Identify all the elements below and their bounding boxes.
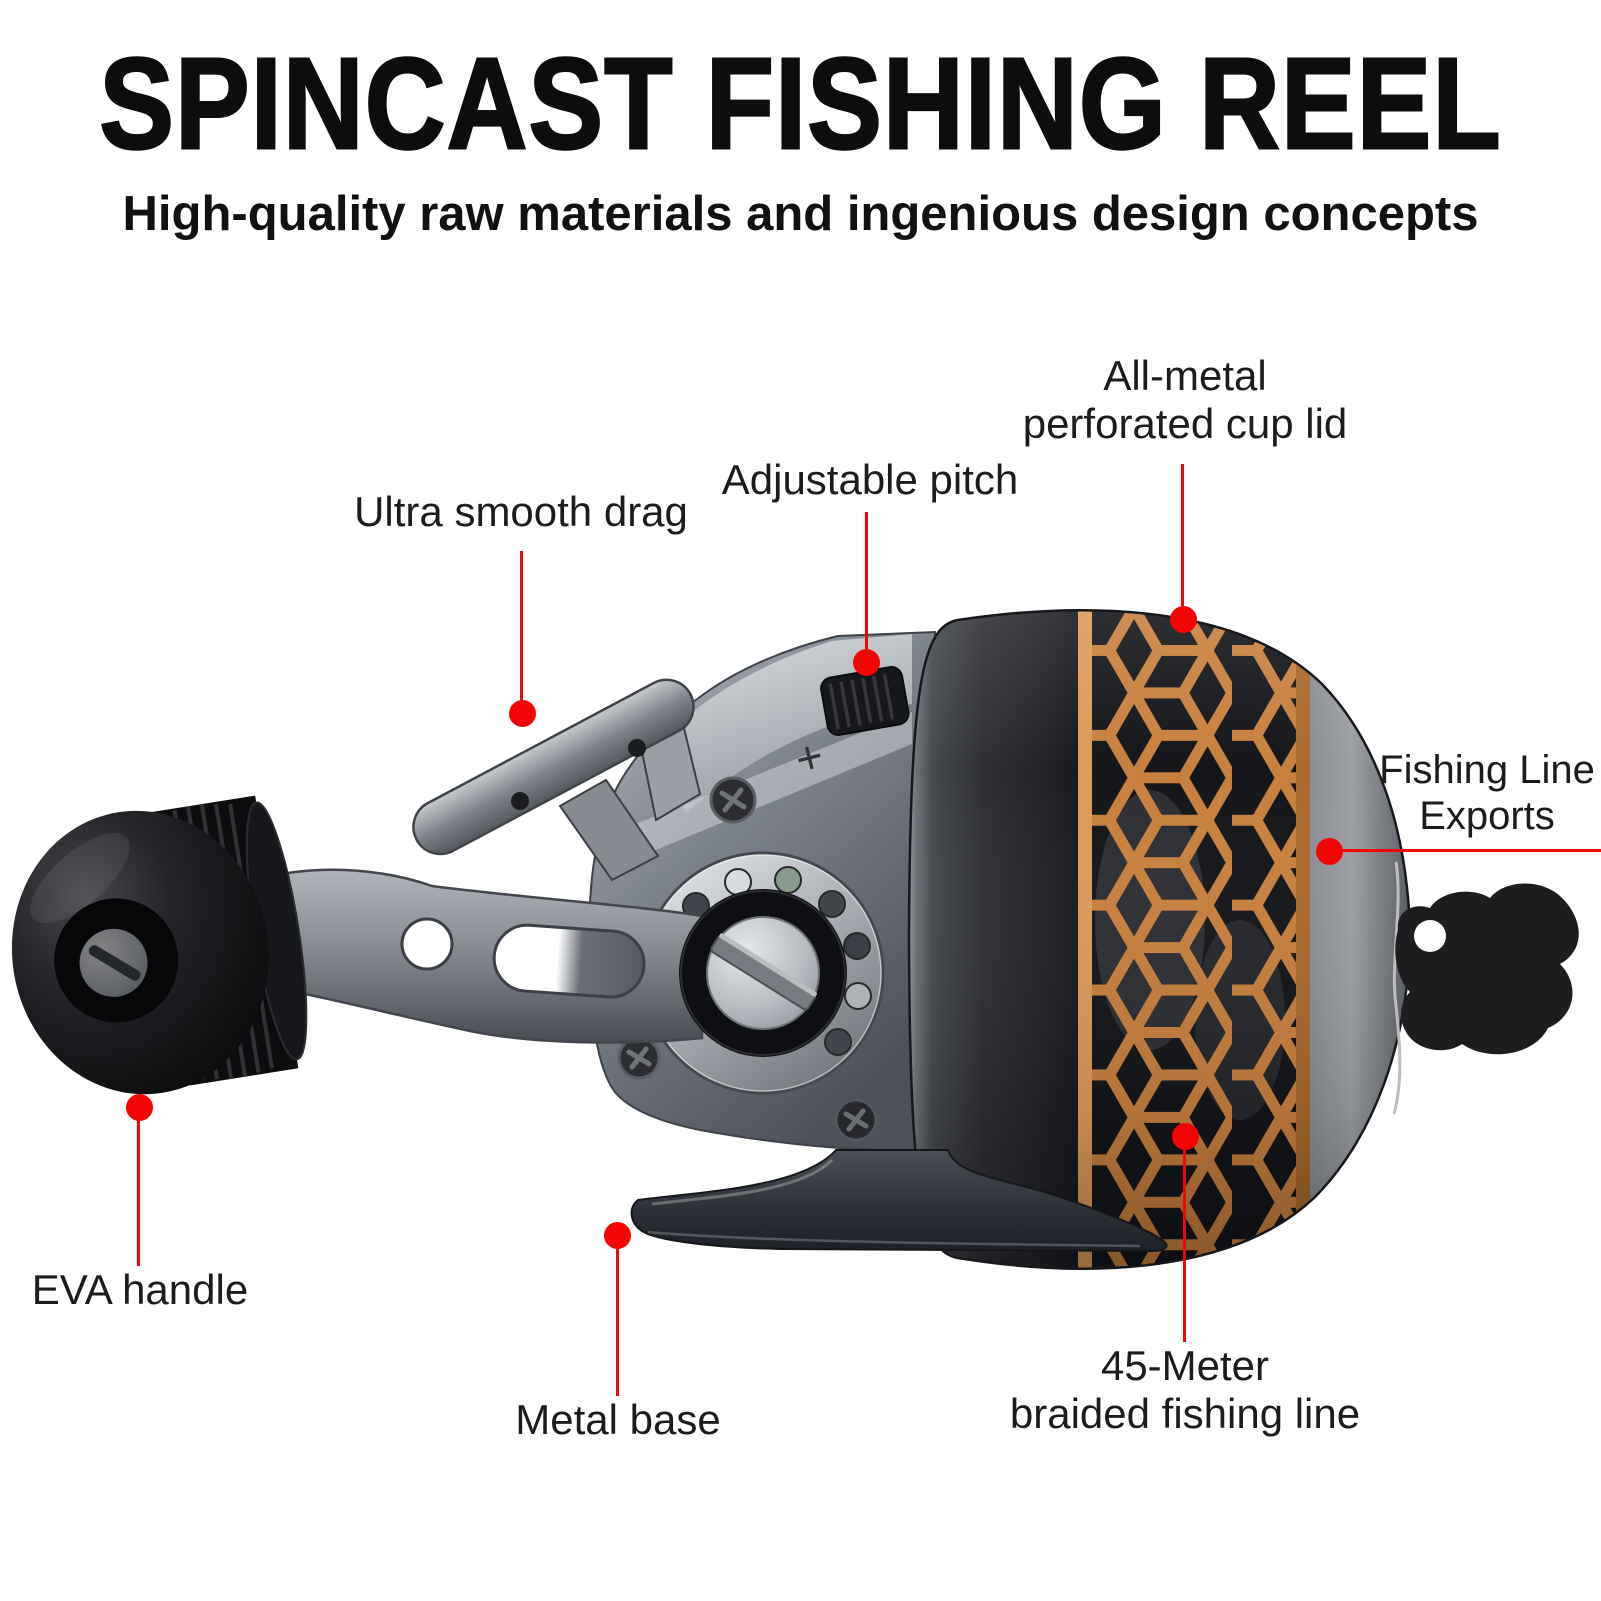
callout-fishing-line-exports-line2: Exports [1419,793,1555,838]
callout-line-metal-base [616,1248,619,1396]
callout-dot-cup-lid [1170,606,1197,633]
page-subtitle: High-quality raw materials and ingenious… [122,187,1479,242]
callout-line-eva-handle [137,1120,140,1266]
callout-label-metal-base: Metal base [418,1396,818,1444]
callout-ultra-smooth-drag-text: Ultra smooth drag [354,488,688,535]
arm-round-hole [400,917,454,971]
callout-dot-ultra-smooth-drag [509,700,536,727]
body-screws [617,776,878,1142]
callout-eva-handle-text: EVA handle [31,1266,249,1313]
callout-fishing-line-exports-line1: Fishing Line [1379,748,1595,792]
callout-braided-line-line2: braided fishing line [1009,1389,1361,1437]
hub-center [679,889,847,1057]
eva-knob [11,795,308,1095]
callout-dot-adjustable-pitch [853,649,880,676]
callout-braided-line-line1: 45-Meter [1100,1342,1270,1389]
callout-cup-lid-line1: All-metal [1103,352,1267,399]
callout-line-braided-line [1183,1146,1186,1342]
callout-label-adjustable-pitch: Adjustable pitch [620,456,1120,504]
callout-label-cup-lid: All-metal perforated cup lid [885,352,1485,448]
callout-dot-braided-line [1172,1123,1199,1150]
callout-line-cup-lid [1181,464,1184,606]
callout-adjustable-pitch-text: Adjustable pitch [721,456,1019,503]
drag-paddle [412,678,702,882]
callout-metal-base-text: Metal base [515,1396,721,1443]
header: SPINCAST FISHING REEL High-quality raw m… [0,31,1601,242]
callout-line-adjustable-pitch [865,512,868,649]
pitch-knob [820,666,910,736]
handle-arm [248,868,704,1044]
callout-dot-eva-handle [126,1094,153,1121]
callout-dot-fishing-line-exports [1316,838,1343,865]
reel-foot [630,1149,1168,1253]
arm-oval-hole [492,923,646,999]
page-title: SPINCAST FISHING REEL [98,31,1502,177]
callout-label-ultra-smooth-drag: Ultra smooth drag [271,488,771,536]
hub-ring-holes [682,866,872,1056]
callout-label-fishing-line-exports: Fishing Line Exports [1352,748,1601,839]
callout-label-braided-line: 45-Meter braided fishing line [935,1342,1435,1438]
callout-cup-lid-line2: perforated cup lid [1022,399,1348,447]
callout-line-fishing-line-exports [1340,849,1601,852]
callout-label-eva-handle: EVA handle [0,1266,280,1314]
line-stopper-tag [1395,883,1579,1055]
callout-line-ultra-smooth-drag [520,551,523,701]
hub-screw-slot [710,933,817,1011]
callout-dot-metal-base [604,1222,631,1249]
